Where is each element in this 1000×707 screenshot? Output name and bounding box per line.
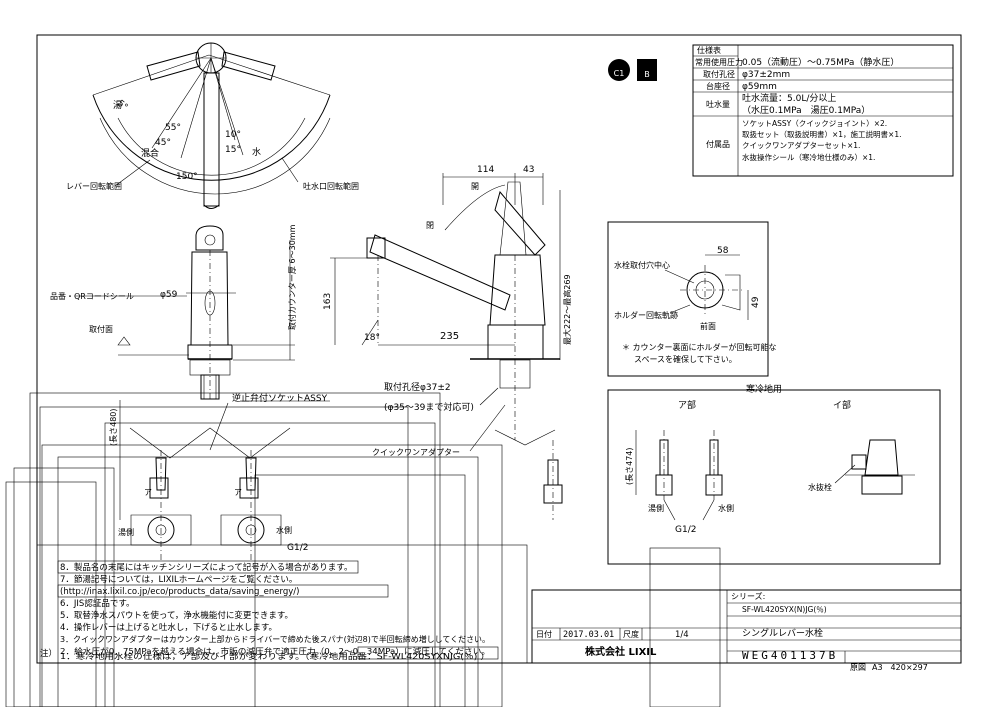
cold-cold-side: 水側 <box>718 503 734 513</box>
note-7: 7．節湯記号については，LIXILホームページをご覧ください。 <box>60 574 297 585</box>
spec-table-header: 仕様表 <box>697 45 721 55</box>
note-url: (http://inax.lixil.co.jp/eco/products_da… <box>60 587 299 597</box>
date-value: 2017.03.01 <box>563 630 614 640</box>
hole-size-label: 取付孔径φ37±2 <box>384 381 451 393</box>
adapter-label: クイックワンアダプター <box>372 447 460 457</box>
accessory-item: 水抜操作シール（寒冷地仕様のみ）×1. <box>742 152 875 162</box>
series-label: シリーズ: <box>731 591 765 601</box>
dim-58: 58 <box>717 246 729 256</box>
spec-label-hole: 取付孔径 <box>703 69 735 79</box>
spec-value-flow: 吐水流量：5.0L/分以上 <box>742 92 836 104</box>
title-block: 日付 2017.03.01 尺度 1/4 株式会社 LIXIL シリーズ: SF… <box>531 589 962 672</box>
original-label: 原図 <box>850 663 866 672</box>
spec-value-base: φ59mm <box>742 82 777 92</box>
part-i-title: イ部 <box>833 399 851 411</box>
cold-label: 水 <box>252 146 261 158</box>
dim-43: 43 <box>523 165 534 175</box>
spec-value-hole: φ37±2mm <box>742 70 790 80</box>
dim-163: 163 <box>323 293 333 310</box>
date-label: 日付 <box>536 629 552 639</box>
height-range-label: 最大222〜最高269 <box>562 274 572 345</box>
front-view: φ59 品番・QRコードシール 取付面 取付カウンター厚 6～30mm 逆止弁付… <box>50 224 330 560</box>
side-view: 114 43 開 閉 163 18° 235 最大222〜最高269 取付孔径φ… <box>323 165 572 520</box>
cold-hot-side: 湯側 <box>648 503 664 513</box>
dim-49: 49 <box>751 296 761 308</box>
lever-range-label: レバー回転範囲 <box>66 181 122 191</box>
dim-235: 235 <box>440 331 459 342</box>
spec-label-pressure: 常用使用圧力 <box>695 57 743 67</box>
length-474-label: (長さ474) <box>625 447 634 485</box>
spout-range-label: 吐水口回転範囲 <box>303 181 359 191</box>
closed-label: 閉 <box>426 221 434 230</box>
note-6: 6．JIS認証品です。 <box>60 598 134 609</box>
note-2: 2．給水圧が0．75MPaを越える場合は，市販の減圧弁で適正圧力（0．2～0．3… <box>60 646 490 656</box>
overlay-frames <box>5 392 721 707</box>
dim-angle-18: 18° <box>364 333 380 343</box>
qr-seal-label: 品番・QRコードシール <box>50 291 134 301</box>
spec-value-pressure: 0.05（流動圧）～0.75MPa（静水圧） <box>742 56 899 68</box>
holder-view: 58 49 水栓取付穴中心 ホルダー回転軌跡 前面 ＊ カウンター裏面にホルダー… <box>607 221 777 377</box>
accessory-item: ソケットASSY（クイックジョイント）×2. <box>742 119 887 128</box>
angle-15: 15° <box>225 145 241 155</box>
cold-region: 寒冷地用 ア部 イ部 (長さ474) 湯側 水側 G1/2 水抜栓 <box>607 383 941 565</box>
length-480-label: (長さ480) <box>109 408 118 446</box>
part-a-title: ア部 <box>678 399 696 411</box>
scale-label: 尺度 <box>623 629 639 639</box>
hole-range-label: (φ35～39まで対応可) <box>384 401 474 413</box>
pipe-size-label: G1/2 <box>287 543 308 553</box>
company-name: 株式会社 LIXIL <box>585 645 657 658</box>
cold-pipe-size: G1/2 <box>675 525 696 535</box>
angle-150: 150° <box>176 172 198 182</box>
top-view: 湯 5° 55° 45° 10° 15° 150° 混合 水 レバー回転範囲 吐… <box>66 42 359 209</box>
notes-prefix: 注） <box>40 648 57 659</box>
note-4: 4．操作レバーは上げると吐水し，下げると止水します。 <box>60 622 277 633</box>
cold-side-label: 水側 <box>276 525 292 535</box>
note-5: 5．取替浄水スパウトを使って，浄水機能付に変更できます。 <box>60 610 293 621</box>
hot-side-label: 湯側 <box>118 527 134 537</box>
center-label: 水栓取付穴中心 <box>614 260 670 270</box>
model-number: SF-WL420SYX(N)JG(％) <box>742 605 827 614</box>
accessory-item: クイックワンアダプターセット×1. <box>742 140 860 150</box>
socket-assy-label: 逆止弁付ソケットASSY <box>232 392 328 404</box>
front-face-label: 前面 <box>700 321 716 331</box>
spec-value-flow-condition: （水圧0.1MPa 湯圧0.1MPa） <box>742 104 870 116</box>
diameter-59-label: φ59 <box>160 290 178 300</box>
angle-45: 45° <box>155 138 171 148</box>
hot-label: 湯 <box>113 100 122 111</box>
part-a-marker: ア <box>144 488 152 497</box>
holder-note-2: スペースを確保して下さい。 <box>634 354 737 364</box>
eco-square-logo <box>637 59 657 81</box>
accessory-item: 取扱セット（取扱説明書）×1，施工説明書×1. <box>742 129 902 139</box>
drawing-number: WEG401137B <box>742 649 838 662</box>
scale-value: 1/4 <box>675 630 689 640</box>
angle-10: 10° <box>225 130 241 140</box>
drain-label: 水抜栓 <box>808 482 832 492</box>
circle-logo-text: C1 <box>614 69 625 78</box>
square-logo-text: B <box>644 70 650 79</box>
dim-114: 114 <box>477 165 494 175</box>
spec-table: 仕様表 常用使用圧力 0.05（流動圧）～0.75MPa（静水圧） 取付孔径 φ… <box>692 44 954 177</box>
counter-thickness-label: 取付カウンター厚 6～30mm <box>287 224 297 330</box>
angle-55: 55° <box>165 123 181 133</box>
holder-track-label: ホルダー回転軌跡 <box>614 310 678 320</box>
note-1: 1．寒冷地用水栓の仕様は，ア部及びイ部が変わります。（寒冷地用品番：SF-WL4… <box>60 651 490 661</box>
open-label: 開 <box>471 182 479 191</box>
note-8: 8．製品名の末尾にはキッチンシリーズによって記号が入る場合があります。 <box>60 562 352 573</box>
product-name: シングルレバー水栓 <box>742 627 823 639</box>
notes-section: 8．製品名の末尾にはキッチンシリーズによって記号が入る場合があります。 7．節湯… <box>36 544 528 664</box>
part-a-marker: ア <box>234 488 242 497</box>
note-3: 3．クイックワンアダプターはカウンター上部からドライバーで締めた後スパナ(対辺8… <box>60 634 490 644</box>
spec-label-accessories: 付属品 <box>706 139 730 149</box>
cold-region-title: 寒冷地用 <box>746 383 782 395</box>
mix-label: 混合 <box>141 147 159 159</box>
paper-size: A3 420×297 <box>872 663 928 672</box>
eco-circle-logo <box>608 59 630 81</box>
holder-note-1: ＊ カウンター裏面にホルダーが回転可能な <box>622 342 777 352</box>
spec-label-flow: 吐水量 <box>706 99 730 109</box>
mount-surface-label: 取付面 <box>89 324 113 334</box>
certification-logos: C1 B <box>608 59 657 81</box>
spec-label-base: 台座径 <box>706 81 730 91</box>
